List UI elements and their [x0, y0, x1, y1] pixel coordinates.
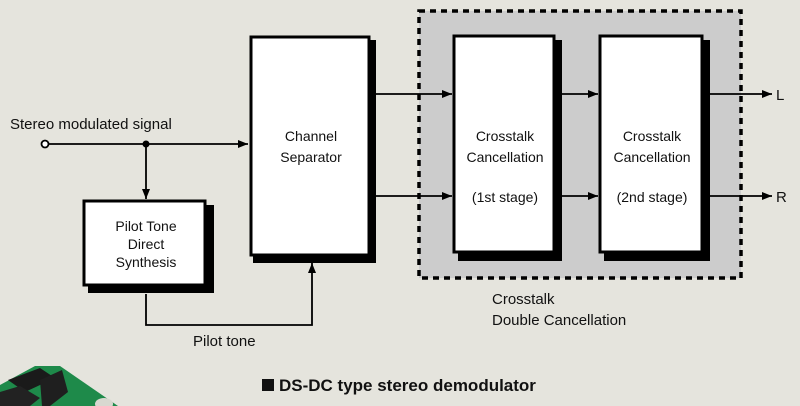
caption-bullet-icon [262, 379, 274, 391]
separator-line1: Channel [285, 128, 337, 144]
input-terminal [40, 139, 50, 149]
pilot-tone-synthesis-block [82, 199, 214, 293]
stage2-line2: Cancellation [613, 149, 690, 165]
pilot-synth-line2: Direct [128, 236, 165, 252]
stage2-line3: (2nd stage) [617, 189, 688, 205]
group-label-line1: Crosstalk [492, 291, 555, 308]
stage1-line2: Cancellation [466, 149, 543, 165]
stage2-line1: Crosstalk [623, 128, 682, 144]
channel-separator-block [249, 35, 376, 263]
group-label-line2: Double Cancellation [492, 312, 626, 329]
output-left-label: L [776, 87, 784, 104]
pilot-tone-label: Pilot tone [193, 333, 256, 350]
pcb-photo [0, 366, 118, 406]
output-right-label: R [776, 189, 787, 206]
crosstalk-stage1-block [452, 34, 562, 261]
input-label: Stereo modulated signal [10, 116, 172, 133]
stage1-line3: (1st stage) [472, 189, 538, 205]
separator-line2: Separator [280, 149, 342, 165]
pilot-synth-line1: Pilot Tone [115, 218, 176, 234]
pilot-tone-arrow [145, 263, 316, 326]
caption: DS-DC type stereo demodulator [279, 376, 536, 395]
crosstalk-stage2-block [598, 34, 710, 261]
stage1-line1: Crosstalk [476, 128, 535, 144]
pilot-synth-line3: Synthesis [116, 254, 177, 270]
